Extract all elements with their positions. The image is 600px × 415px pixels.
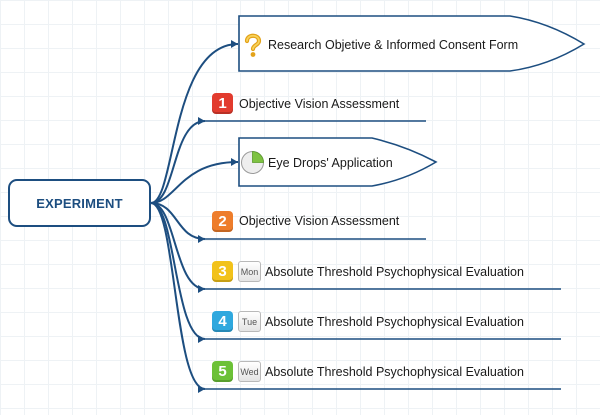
callout-shape [238, 137, 438, 187]
priority-5-badge: 5 [212, 361, 233, 382]
branch-connector [150, 202, 206, 290]
central-topic[interactable]: EXPERIMENT [8, 179, 151, 227]
branch-connector [150, 120, 206, 204]
monday-calendar-icon: Mon [238, 261, 261, 282]
priority-4-badge: 4 [212, 311, 233, 332]
central-topic-label: EXPERIMENT [36, 195, 123, 211]
branch-arrowhead [231, 40, 238, 48]
question-icon [244, 33, 262, 62]
priority-2-badge: 2 [212, 211, 233, 232]
wednesday-calendar-icon: Wed [238, 361, 261, 382]
branch-arrowhead [198, 117, 205, 125]
topic-label[interactable]: Absolute Threshold Psychophysical Evalua… [265, 365, 524, 379]
branch-arrowhead [198, 235, 205, 243]
branch-connector [150, 202, 206, 390]
tuesday-calendar-icon: Tue [238, 311, 261, 332]
branch-arrowhead [231, 158, 238, 166]
topic-label[interactable]: Eye Drops' Application [268, 156, 393, 170]
branch-connector [150, 161, 239, 204]
branch-connector [150, 43, 239, 204]
topic-label[interactable]: Absolute Threshold Psychophysical Evalua… [265, 265, 524, 279]
priority-3-badge: 3 [212, 261, 233, 282]
branch-connector [150, 202, 206, 240]
callout-shape [238, 15, 586, 72]
priority-1-badge: 1 [212, 93, 233, 114]
topic-label[interactable]: Objective Vision Assessment [239, 97, 400, 111]
pie-quarter-icon [240, 150, 265, 180]
topic-label[interactable]: Objective Vision Assessment [239, 214, 400, 228]
topic-label[interactable]: Research Objetive & Informed Consent For… [268, 38, 519, 52]
branch-arrowhead [198, 335, 205, 343]
branch-arrowhead [198, 385, 205, 393]
branch-arrowhead [198, 285, 205, 293]
topic-label[interactable]: Absolute Threshold Psychophysical Evalua… [265, 315, 524, 329]
